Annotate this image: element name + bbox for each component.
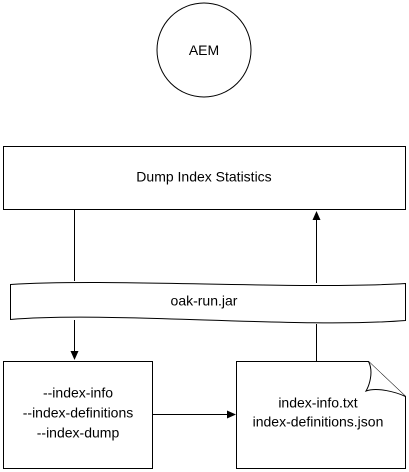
options-line-2: --index-definitions: [23, 405, 134, 421]
output-files-document: [236, 361, 406, 469]
dump-index-statistics-label: Dump Index Statistics: [136, 169, 271, 185]
edge-options-to-output: [152, 410, 236, 419]
options-node: --index-info --index-definitions --index…: [3, 361, 153, 469]
edge-oak-run-to-options-arrowhead: [70, 351, 79, 360]
edge-oak-run-to-statistics-arrowhead: [312, 211, 321, 220]
aem-label: AEM: [189, 42, 219, 58]
output-files-node: index-info.txt index-definitions.json: [236, 361, 406, 469]
options-line-3: --index-dump: [37, 425, 120, 441]
options-line-1: --index-info: [43, 385, 113, 401]
edge-options-to-output-arrowhead: [227, 410, 236, 419]
aem-circle: [156, 2, 252, 98]
oak-run-jar-node: oak-run.jar: [10, 282, 406, 324]
output-files-line-1: index-info.txt: [278, 395, 357, 411]
output-files-folded-corner: [364, 361, 406, 397]
oak-run-jar-banner: [10, 282, 406, 324]
edge-oak-run-to-statistics: [312, 211, 321, 283]
edge-oak-run-to-options: [70, 320, 79, 360]
options-box: [3, 361, 153, 469]
oak-run-jar-label: oak-run.jar: [171, 293, 238, 309]
output-files-line-2: index-definitions.json: [253, 414, 384, 430]
dump-index-statistics-box: [3, 146, 406, 210]
aem-node: AEM: [156, 2, 252, 98]
dump-index-statistics-node: Dump Index Statistics: [3, 146, 406, 210]
